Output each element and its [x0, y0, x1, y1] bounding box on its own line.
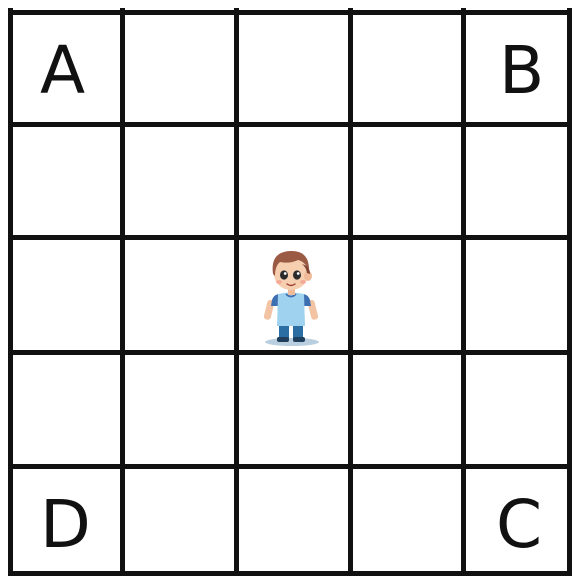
- grid-cell-r1-c4[interactable]: [353, 15, 461, 122]
- grid-line-horizontal: [8, 571, 572, 576]
- corner-label-c: C: [496, 492, 542, 558]
- grid-cell-r2-c5[interactable]: [466, 127, 567, 235]
- grid-cell-r4-c5[interactable]: [466, 355, 567, 464]
- grid-cell-r1-c2[interactable]: [125, 15, 234, 122]
- grid-cell-r3-c2[interactable]: [125, 240, 234, 350]
- grid-cell-r3-c5[interactable]: [466, 240, 567, 350]
- grid-cell-r4-c3[interactable]: [239, 355, 348, 464]
- grid-cell-r4-c4[interactable]: [353, 355, 461, 464]
- grid-cell-r2-c3[interactable]: [239, 127, 348, 235]
- corner-label-a: A: [40, 38, 85, 104]
- grid-cell-r3-c1[interactable]: [13, 240, 120, 350]
- grid-cell-r2-c2[interactable]: [125, 127, 234, 235]
- grid-cell-r3-c4[interactable]: [353, 240, 461, 350]
- grid-cell-r5-c3[interactable]: [239, 469, 348, 571]
- grid-cell-r5-c2[interactable]: [125, 469, 234, 571]
- grid-cell-r2-c1[interactable]: [13, 127, 120, 235]
- grid-cell-r1-c3[interactable]: [239, 15, 348, 122]
- grid-cell-r4-c2[interactable]: [125, 355, 234, 464]
- corner-label-d: D: [40, 492, 91, 558]
- grid-cell-r4-c1[interactable]: [13, 355, 120, 464]
- grid-line-vertical: [567, 8, 572, 576]
- child-character-icon[interactable]: [262, 244, 322, 348]
- grid-cell-r5-c4[interactable]: [353, 469, 461, 571]
- corner-label-b: B: [499, 38, 544, 104]
- grid-cell-r2-c4[interactable]: [353, 127, 461, 235]
